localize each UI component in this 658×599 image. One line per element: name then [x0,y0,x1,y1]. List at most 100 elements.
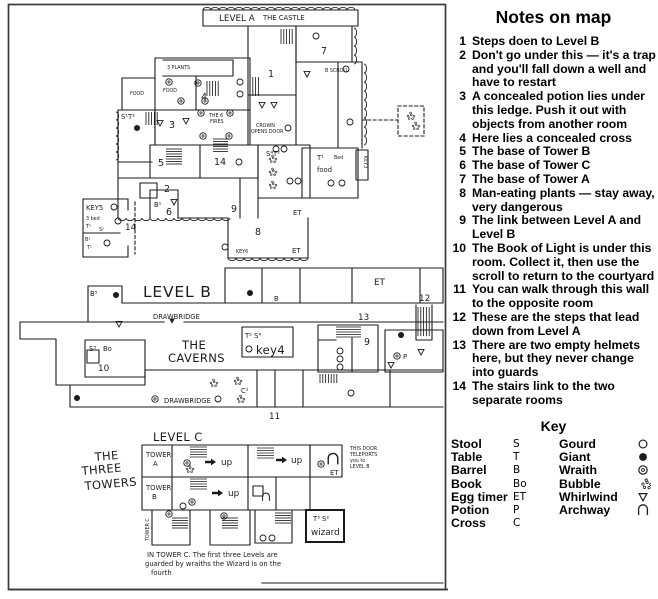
map-label: 9 [231,204,237,215]
map-symbol-wraith-icon [220,512,228,520]
key-object-name: Book [451,476,482,491]
map-label: fourth [151,569,172,577]
map-label: 2 [164,184,170,195]
map-stairs [280,29,293,44]
map-stairs [417,307,430,336]
map-label: 7 [321,46,327,57]
map-label: ET [330,469,339,477]
bubble-icon [641,478,651,489]
map-label: 14 [125,223,137,233]
map-label: food [317,166,332,174]
map-label: B¹ [154,201,162,209]
map-label: 14 [214,157,226,168]
map-symbol-wraith-icon [194,79,202,87]
map-stairs [249,77,259,96]
map-symbol-gourd-icon [259,534,267,542]
map-symbol-gourd-icon [346,118,354,126]
map-symbol-wraith-icon [177,97,185,105]
map-label: wizard [311,528,340,538]
map-label: FOOD [130,91,144,97]
key-title: Key [540,417,567,434]
map-symbol-trifill-icon [169,318,175,324]
note-number: 6 [459,158,466,173]
map-symbol-bubble-icon [209,378,219,387]
map-symbol-bubble-icon [641,478,651,489]
map-symbol-bubble-icon [268,180,278,189]
map-label: DRAWBRIDGE [164,397,211,405]
key-object-name: Potion [451,503,490,518]
map-label: 13 [358,313,369,323]
map-frame [7,3,447,591]
map-symbol-gourd-icon [236,78,244,86]
map-label: THE [181,338,206,352]
map-symbol-whirlwind-icon [270,101,278,109]
note-text: The base of Tower B [472,144,591,159]
map-symbol-gourd-icon [245,345,253,353]
map-label: Bed [334,155,343,161]
key-object-name: Stool [451,437,482,452]
note-number: 1 [459,34,466,48]
map-symbol-bubble-icon [236,394,246,403]
level-a-walls [82,9,425,259]
note-text: A concealed potion lies under this ledge… [472,89,645,131]
map-label: T³ [85,224,91,230]
giant-icon [639,453,647,462]
map-symbol-gourd-icon [286,177,294,185]
key-object-symbol: T [513,451,520,464]
map-symbol-gourd-icon [268,534,276,542]
map-stairs [257,447,274,459]
note-text: The Book of Light is under this room. Co… [472,240,655,283]
note-number: 10 [452,240,466,255]
map-label: A [153,460,158,468]
map-symbol-gourd-icon [103,239,111,247]
gourd-icon [638,439,648,449]
note-number: 12 [452,309,466,324]
whirlwind-icon [638,492,648,502]
key-object-name: Egg timer [451,489,508,504]
note-text: There are two empty helmets here, but th… [472,337,640,380]
map-label: TELEPORTS [349,452,377,458]
map-label: FOOD [163,88,177,94]
map-symbol-wraith-icon [165,78,173,86]
map-symbol-wraith-icon [199,132,207,140]
key-object-symbol [635,477,656,491]
map-label: TOWERS [83,474,137,493]
map-symbol-gourd-icon [114,217,122,225]
map-label: T¹ [316,154,324,162]
note-text: Here lies a concealed cross [472,130,632,145]
note-number: 8 [459,185,466,200]
map-label: key4 [256,343,285,357]
map-label: THE CASTLE [262,14,305,22]
map-label: B [152,493,157,501]
note-number: 2 [459,47,466,62]
map-label: B³ [85,237,90,243]
map-symbol-wraith-icon [226,109,234,117]
map-label: 3 PLANTS [167,65,190,71]
note-number: 5 [459,144,466,159]
key-object-name: Table [451,450,483,465]
map-symbol-bubble-icon [268,154,278,163]
map-symbol-gourd-icon [312,32,320,40]
map-label: LEVEL A [219,14,255,24]
map-label: ET [374,278,386,288]
map-symbol-gourd-icon [338,179,346,187]
map-label: LEVEL B [143,283,212,301]
map-symbol-bubble-icon [185,464,195,473]
map-label: LEVEL B [350,464,370,470]
map-symbol-wraith-icon [317,460,325,468]
map-symbol-gourd-icon [179,502,187,510]
key-object-symbol: C [513,517,521,530]
map-symbol-gourd-icon [327,179,335,187]
map-label: CAVERNS [168,351,225,365]
key-object-name: Barrel [451,463,487,478]
key-object-name: Cross [451,516,486,531]
